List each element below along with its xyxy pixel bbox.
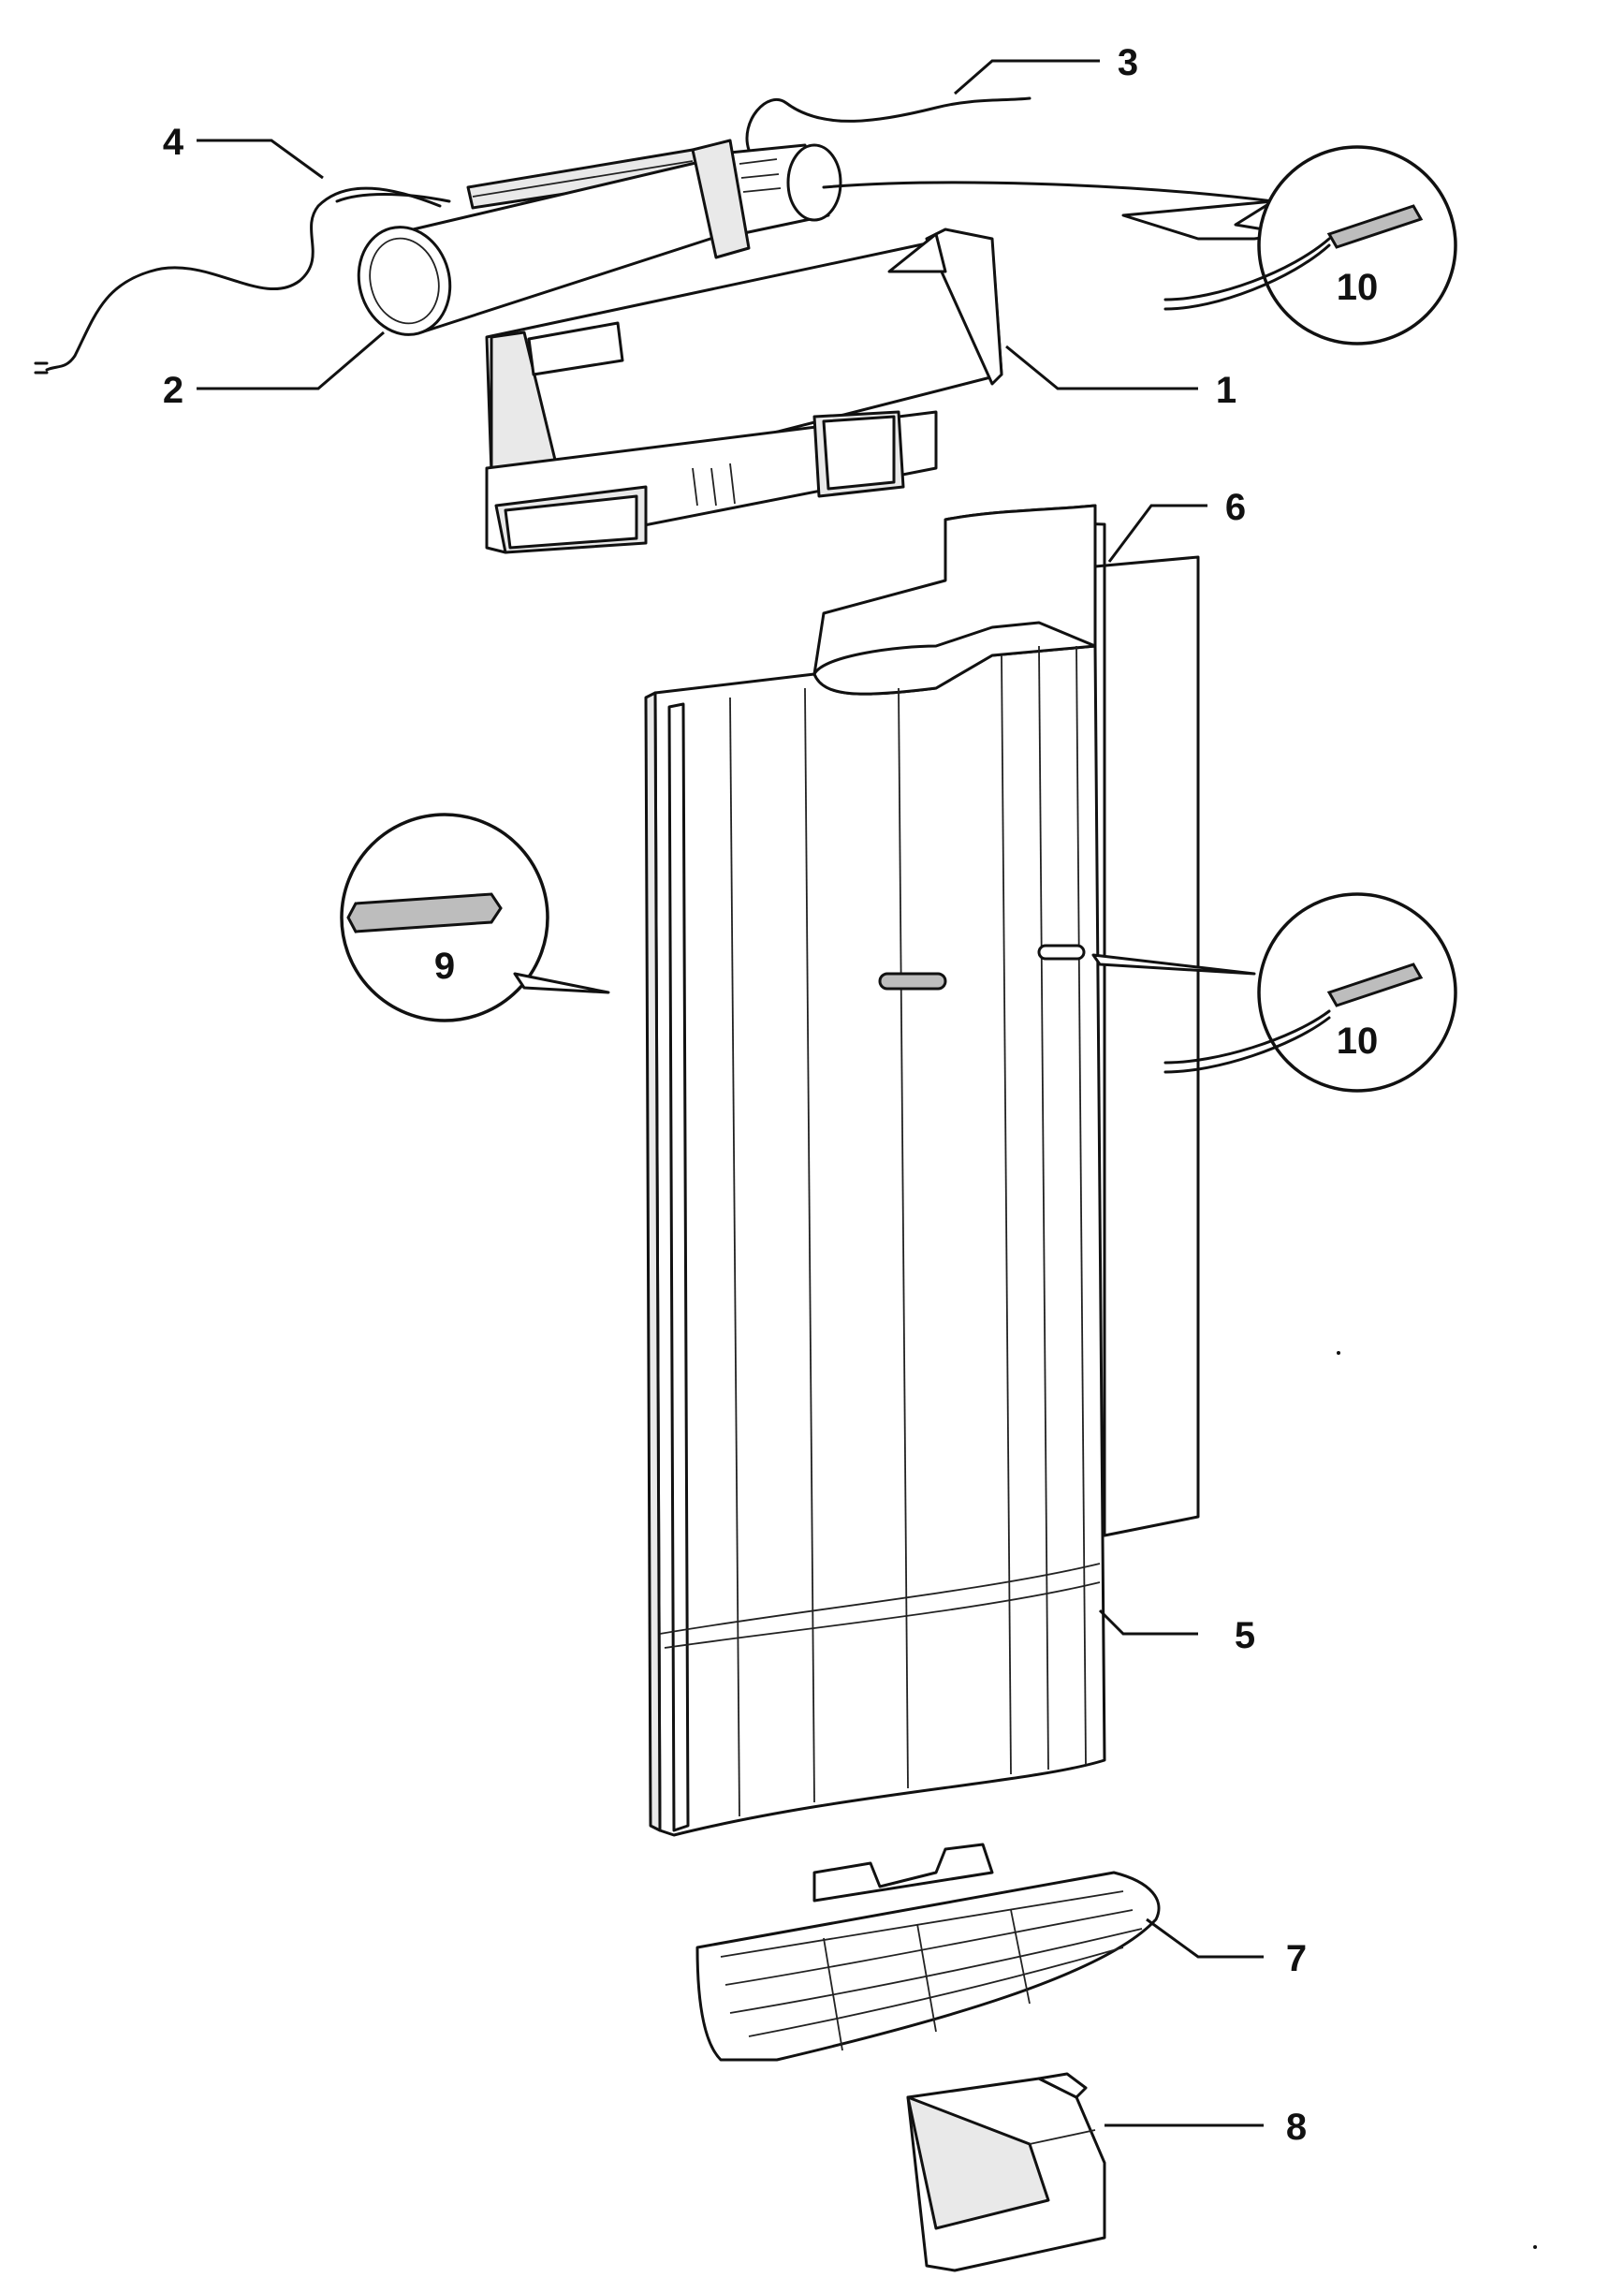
callout-4: 4 [163,122,324,180]
callout-6: 6 [1107,487,1246,563]
callout-5: 5 [1098,1609,1255,1656]
callout-label-4: 4 [163,122,184,163]
callout-label-6: 6 [1225,487,1246,528]
detail-label-9: 9 [434,946,455,987]
detail-9: 9 [340,813,610,1022]
part-7-grille [695,1843,1161,2062]
wires [34,96,1294,375]
callout-1: 1 [1005,345,1236,411]
stray-dot [1533,2245,1537,2249]
callout-label-3: 3 [1118,42,1138,83]
callout-label-5: 5 [1235,1615,1255,1656]
callout-label-8: 8 [1286,2107,1307,2148]
callout-7: 7 [1146,1917,1307,1979]
stray-dot [1337,1351,1340,1355]
callout-2: 2 [163,331,385,411]
detail-label-10-top: 10 [1337,267,1379,308]
callout-3: 3 [954,42,1138,96]
part-5-door-panel [644,621,1106,1837]
callout-label-7: 7 [1286,1938,1307,1979]
detail-label-10-mid: 10 [1337,1021,1379,1062]
callout-label-2: 2 [163,370,183,411]
part-2-fan-motor [357,139,842,336]
detail-10-mid: 10 [1091,892,1457,1093]
part-1-housing [485,228,1003,554]
detail-10-top: 10 [1163,145,1457,345]
part-8-drip-cup [906,2072,1106,2272]
callout-8: 8 [1105,2107,1307,2148]
callout-label-1: 1 [1216,370,1236,411]
